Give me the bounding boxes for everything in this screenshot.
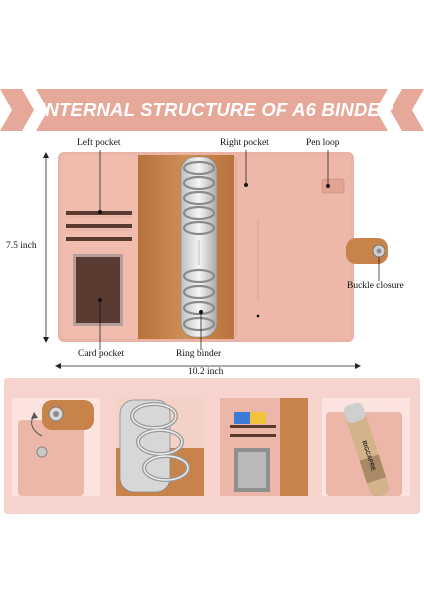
- pen-loop: [321, 178, 345, 194]
- pen-loop-label: Pen loop: [306, 138, 340, 148]
- banner-ribbon-shape: [0, 89, 424, 131]
- ring-binder-label: Ring binder: [176, 349, 222, 359]
- height-dimension-label: 7.5 inch: [6, 241, 37, 251]
- card-pocket-label: Card pocket: [78, 349, 125, 359]
- ring-binder-mechanism: [180, 156, 218, 338]
- ring-detail-photo: [116, 398, 204, 496]
- right-pocket-panel: [234, 155, 351, 339]
- buckle-closure-label: Buckle closure: [347, 281, 404, 291]
- banner-title: INTERNAL STRUCTURE OF A6 BINDER: [40, 99, 394, 120]
- left-pocket-label: Left pocket: [77, 138, 121, 148]
- buckle-tab: [346, 238, 388, 264]
- pen-loop-detail-photo: BIGCAPRE: [322, 398, 410, 496]
- card-pocket-detail-photo: [220, 398, 308, 496]
- height-dimension-line: [43, 152, 49, 343]
- title-banner: INTERNAL STRUCTURE OF A6 BINDER: [0, 88, 424, 132]
- buckle-detail-photo: [12, 398, 100, 496]
- right-pocket-label: Right pocket: [220, 138, 269, 148]
- width-dimension-line: [55, 363, 361, 369]
- width-dimension-label: 10.2 inch: [188, 367, 224, 377]
